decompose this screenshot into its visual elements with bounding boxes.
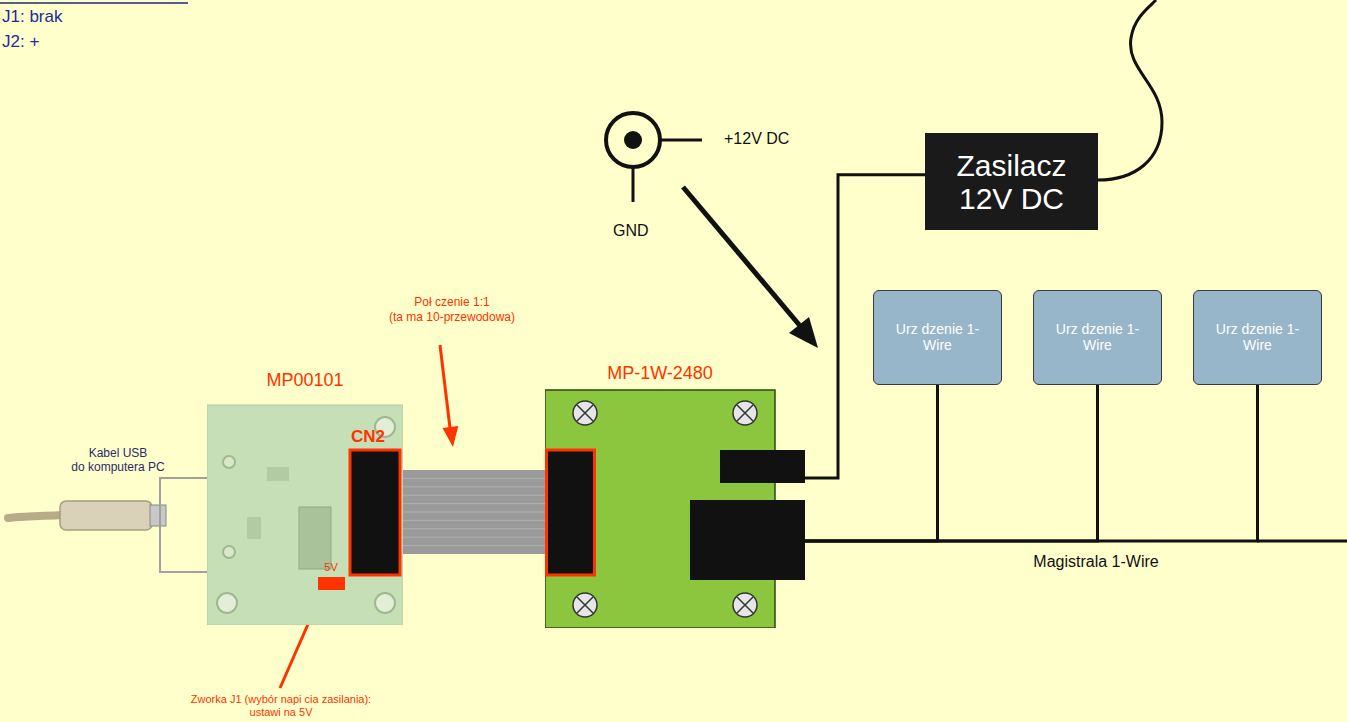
text-label: Zworka J1 (wybór napi cia zasilania): (191, 693, 371, 705)
text-label: ustawi na 5V (250, 706, 313, 718)
component (267, 467, 289, 481)
ribbon-cable (403, 470, 545, 554)
usb-plug-tip (150, 505, 166, 526)
header-connector (350, 450, 400, 575)
power-supply-box: Zasilacz 12V DC (925, 133, 1098, 230)
label-holder: GND (613, 222, 649, 240)
screw (733, 593, 757, 617)
text-label: J1: brak (2, 7, 62, 26)
screw (573, 401, 597, 425)
text-label: (ta ma 10-przewodowa) (389, 310, 515, 324)
text-label: CN2 (351, 427, 385, 446)
text-label: do komputera PC (71, 460, 164, 474)
usb-cable (8, 515, 62, 518)
ribbon-stripe (403, 512, 545, 513)
device-box: Urz dzenie 1-Wire (1033, 290, 1162, 385)
node-label: Zasilacz 12V DC (937, 149, 1087, 215)
header-connector (547, 450, 595, 575)
ribbon-stripe (403, 503, 545, 504)
label-holder: Poł czenie 1:1 (414, 296, 489, 310)
text-label: +12V DC (724, 130, 789, 147)
text-label: GND (613, 222, 649, 239)
bus-terminal (690, 500, 805, 580)
ribbon-stripe (403, 528, 545, 529)
label-holder: 5V (324, 561, 337, 574)
chip (299, 507, 331, 569)
leader-arrow-head (443, 426, 459, 447)
ribbon-stripe (403, 478, 545, 479)
bus-wire (805, 385, 938, 541)
screw-cross (577, 405, 593, 421)
ribbon-stripe (403, 545, 545, 546)
pointer-arrow-head (789, 317, 818, 348)
mount-hole (375, 593, 395, 613)
jack-plus-lead (660, 139, 702, 142)
ribbon-stripe (403, 520, 545, 521)
board-illustration (545, 358, 805, 628)
text-label: 5V (324, 561, 337, 573)
bus-wire (805, 385, 1098, 541)
bus-wire (805, 385, 1258, 541)
jumper-marker (318, 577, 345, 590)
dc-jack-pin (624, 131, 642, 149)
text-label: Magistrala 1-Wire (1033, 553, 1158, 570)
board-illustration (207, 367, 403, 625)
device-box: Urz dzenie 1-Wire (873, 290, 1002, 385)
ribbon-stripe (403, 486, 545, 487)
pad (223, 456, 235, 468)
label-holder: J2: + (2, 32, 39, 52)
power-terminal (720, 450, 805, 483)
label-holder: J1: brak (2, 7, 62, 27)
pcb (207, 405, 403, 625)
label-holder: CN2 (351, 427, 385, 447)
screw-cross (737, 405, 753, 421)
node-label: Urz dzenie 1-Wire (1048, 322, 1148, 353)
label-holder: do komputera PC (71, 461, 164, 475)
pointer-arrow (683, 187, 801, 327)
ribbon-stripe (403, 495, 545, 496)
text-label: Kabel USB (89, 446, 148, 460)
bus-extension (1257, 540, 1347, 543)
label-holder: Kabel USB (89, 447, 148, 461)
mount-hole (217, 593, 237, 613)
dc-jack-symbol (606, 113, 660, 167)
screw (573, 593, 597, 617)
node-label: MP00101 (207, 367, 403, 391)
header-rule (0, 2, 188, 4)
label-holder: Zworka J1 (wybór napi cia zasilania): (191, 693, 371, 706)
device-box: Urz dzenie 1-Wire (1193, 290, 1322, 385)
text-label: Poł czenie 1:1 (414, 295, 489, 309)
usb-plug (60, 501, 152, 530)
label-holder: Magistrala 1-Wire (1033, 553, 1158, 571)
converter-board: MP-1W-2480 (545, 358, 805, 628)
interface-board: MP00101 (207, 367, 403, 625)
leader-arrow (440, 345, 450, 428)
screw-cross (577, 597, 593, 613)
node-label: MP-1W-2480 (545, 358, 775, 384)
node-label: Urz dzenie 1-Wire (1208, 322, 1308, 353)
pad (223, 546, 235, 558)
label-holder: +12V DC (724, 130, 789, 148)
jack-gnd-lead (632, 167, 635, 202)
label-holder: ustawi na 5V (250, 706, 313, 719)
screw (733, 401, 757, 425)
node-label: Urz dzenie 1-Wire (888, 322, 988, 353)
label-holder: (ta ma 10-przewodowa) (389, 311, 515, 325)
mains-cable (1098, 0, 1162, 180)
ribbon-stripe (403, 537, 545, 538)
text-label: J2: + (2, 32, 39, 51)
screw-cross (737, 597, 753, 613)
component (247, 517, 261, 539)
